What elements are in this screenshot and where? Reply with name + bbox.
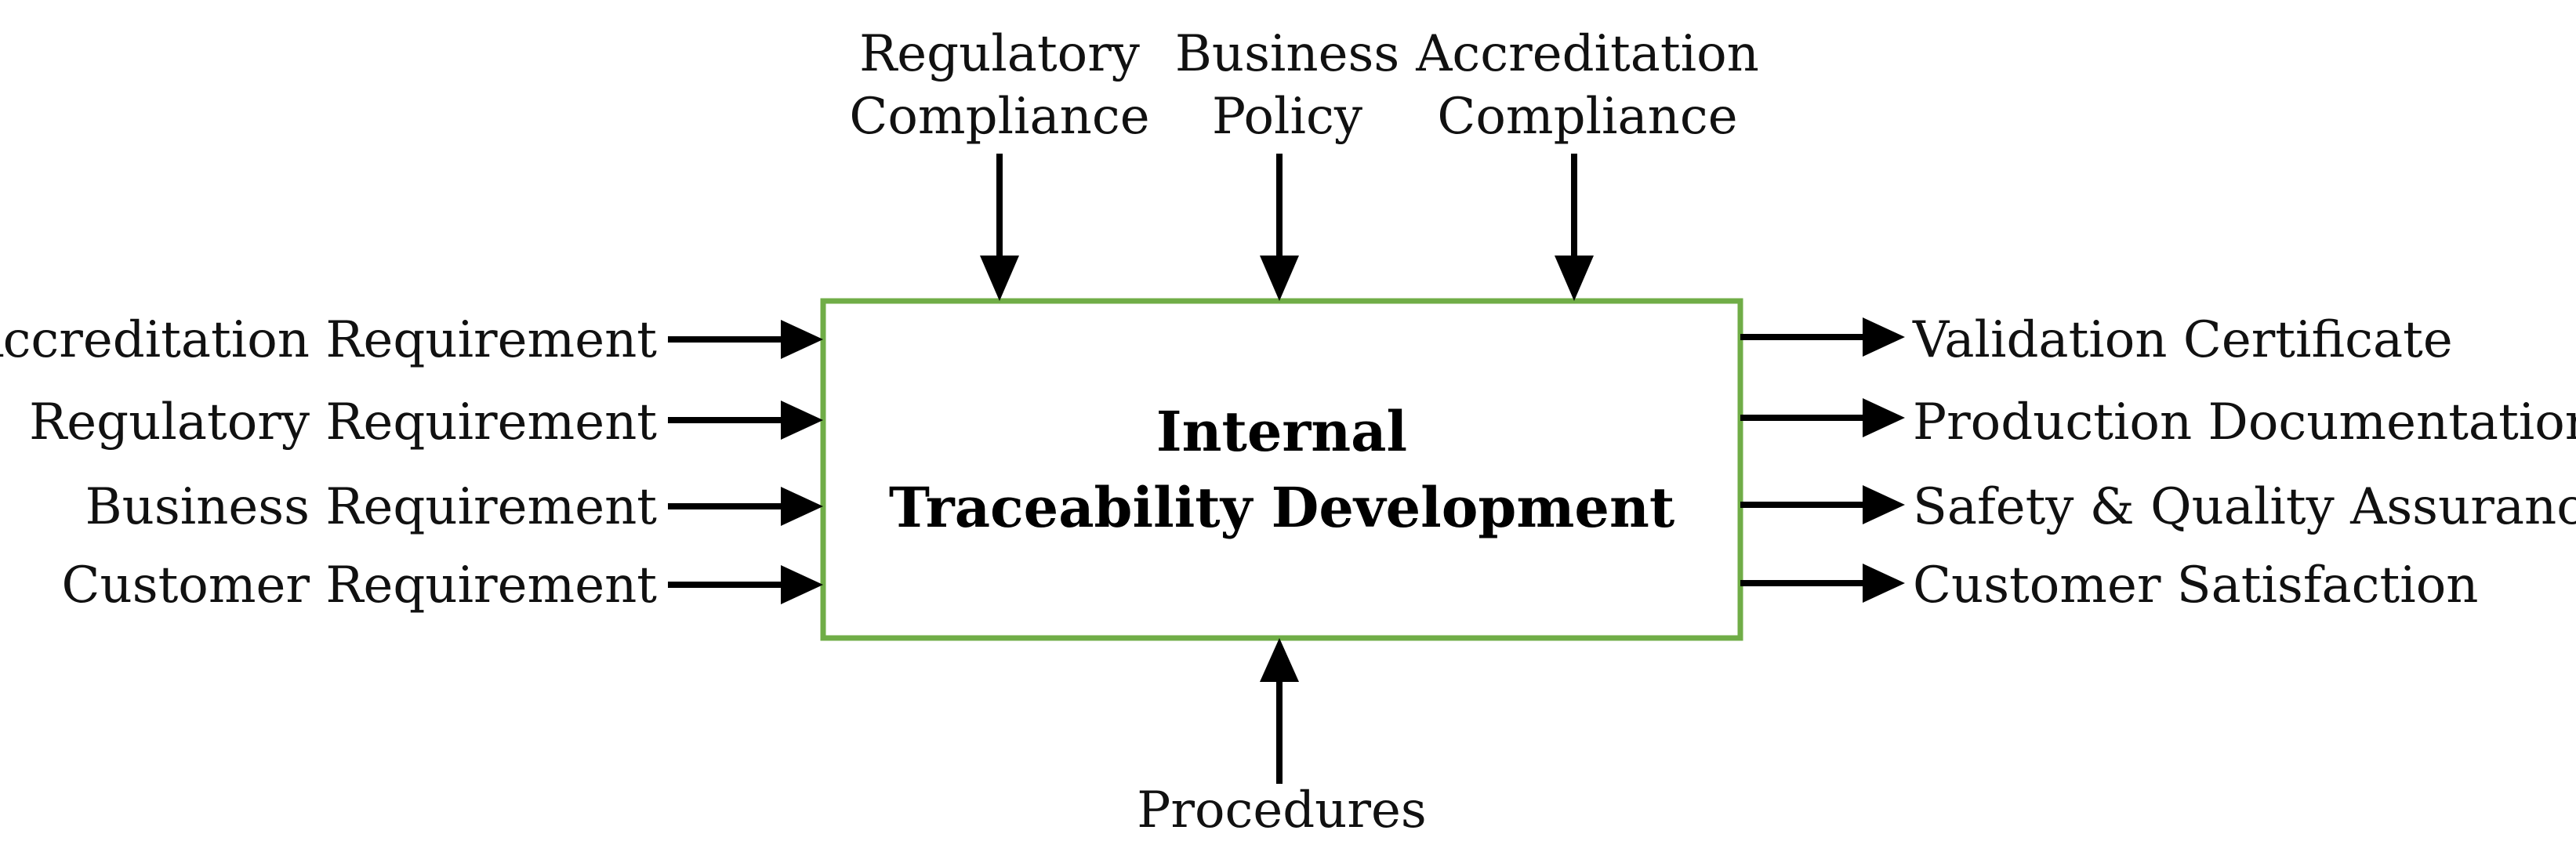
mechanism-label-procedures: Procedures <box>1137 781 1426 839</box>
output-arrow-customer <box>1740 564 1905 603</box>
input-arrow-customer <box>668 565 823 604</box>
output-label-production: Production Documentation <box>1913 393 2576 451</box>
output-label-safety: Safety & Quality Assurance <box>1913 478 2576 536</box>
output-arrow-safety <box>1740 485 1905 524</box>
output-label-validation: Validation Certificate <box>1912 311 2453 369</box>
input-label-regulatory: Regulatory Requirement <box>29 393 657 451</box>
input-arrow-accreditation <box>668 320 823 359</box>
control-label-business-line1: Business <box>1175 25 1399 83</box>
input-arrow-business <box>668 487 823 526</box>
input-arrow-regulatory <box>668 401 823 440</box>
control-label-accreditation-line1: Accreditation <box>1415 25 1759 83</box>
input-label-accreditation: Accreditation Requirement <box>0 311 657 369</box>
output-arrow-validation <box>1740 317 1905 357</box>
output-label-customer: Customer Satisfaction <box>1913 557 2478 615</box>
process-title-line1: Internal <box>1156 399 1407 464</box>
process-title-line2: Traceability Development <box>889 475 1674 540</box>
control-arrow-accreditation <box>1555 154 1594 301</box>
input-label-business: Business Requirement <box>85 478 658 536</box>
control-label-accreditation-line2: Compliance <box>1437 88 1737 146</box>
control-label-business-line2: Policy <box>1212 88 1362 146</box>
output-arrow-production <box>1740 398 1905 437</box>
control-arrow-business <box>1260 154 1299 301</box>
control-arrow-regulatory <box>980 154 1019 301</box>
control-label-regulatory-line1: Regulatory <box>859 25 1140 83</box>
process-box <box>820 298 1743 641</box>
input-label-customer: Customer Requirement <box>62 557 658 615</box>
control-label-regulatory-line2: Compliance <box>849 88 1149 146</box>
mechanism-arrow-procedures <box>1260 638 1299 784</box>
